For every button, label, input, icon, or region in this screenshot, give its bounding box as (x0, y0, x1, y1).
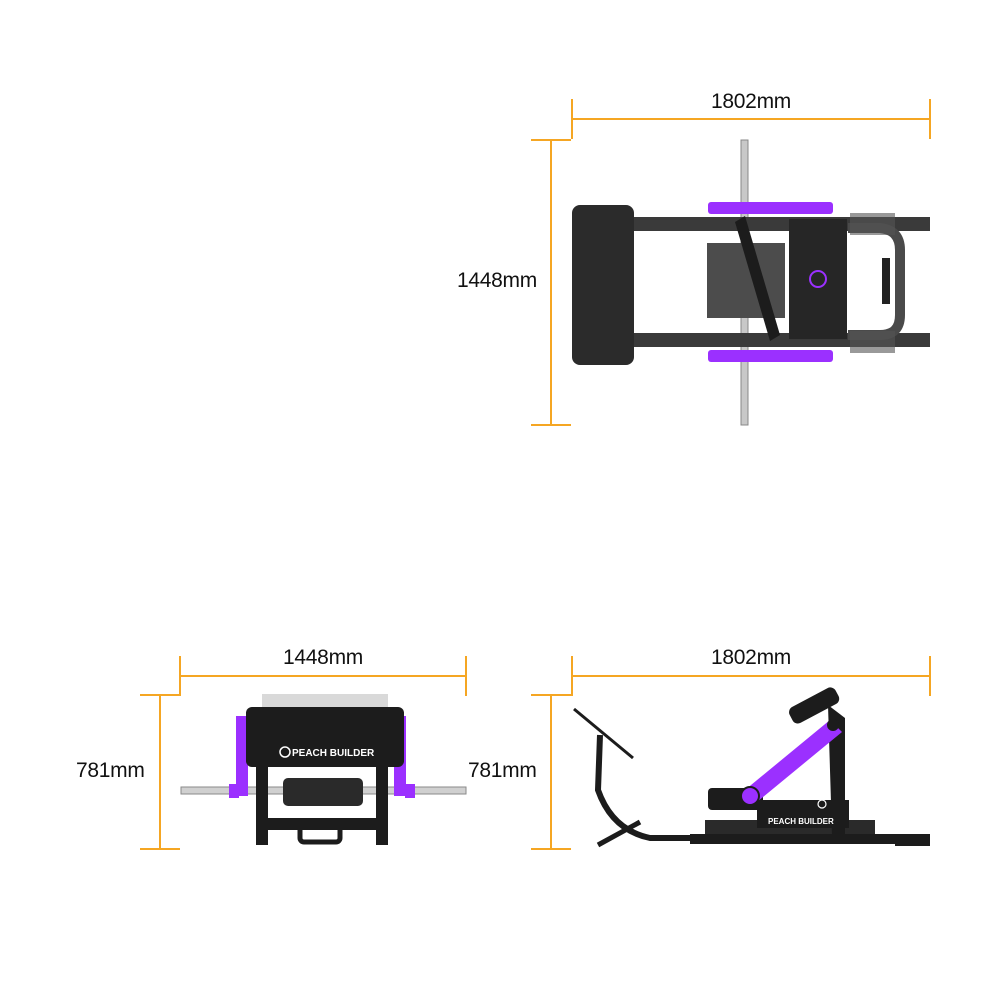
top-view-depth-label: 1448mm (457, 269, 537, 292)
side-housing (757, 800, 849, 828)
side-view-length-label: 1802mm (711, 646, 791, 669)
front-collar-right (405, 784, 415, 798)
side-base (690, 834, 930, 844)
side-power-icon (817, 799, 827, 809)
top-lever-pad (735, 216, 780, 341)
front-purple-upright-left (236, 716, 248, 796)
top-view-width-label: 1802mm (711, 90, 791, 113)
top-logo-icon (809, 270, 827, 288)
top-foot-plate (572, 205, 634, 365)
side-lever-pivot (740, 786, 760, 806)
side-rear-foot (895, 836, 930, 846)
top-view-machine (572, 139, 930, 426)
top-rear-handle (882, 258, 890, 304)
front-logo-icon (279, 746, 291, 758)
top-rail-clamp-lower (850, 331, 895, 353)
top-rail-clamp-upper (850, 213, 895, 235)
top-back-pad (789, 219, 847, 339)
dimension-lines (140, 99, 931, 850)
top-purple-arm-lower (708, 350, 833, 362)
front-view-height-label: 781mm (76, 759, 145, 782)
front-view-width-label: 1448mm (283, 646, 363, 669)
front-view-machine: PEACH BUILDER (180, 694, 467, 845)
side-purple-lever (745, 720, 842, 802)
side-view-machine: PEACH BUILDER (573, 687, 930, 848)
side-foot-plate (573, 707, 634, 760)
top-purple-arm-upper (708, 202, 833, 214)
front-seat (283, 778, 363, 806)
top-rear-frame (848, 223, 905, 340)
side-curved-frame (594, 734, 930, 841)
front-leg-left (256, 765, 268, 845)
front-back-pad (246, 707, 404, 767)
front-top-plate (262, 694, 388, 708)
front-logo-text: PEACH BUILDER (292, 748, 375, 759)
side-back-pad (789, 687, 840, 724)
side-lever-top-joint (827, 719, 839, 731)
front-leg-right (376, 765, 388, 845)
side-view-height-label: 781mm (468, 759, 537, 782)
side-front-brace (596, 819, 642, 848)
side-logo-text: PEACH BUILDER (768, 817, 834, 826)
front-collar-left (229, 784, 239, 798)
front-handle (297, 821, 343, 845)
